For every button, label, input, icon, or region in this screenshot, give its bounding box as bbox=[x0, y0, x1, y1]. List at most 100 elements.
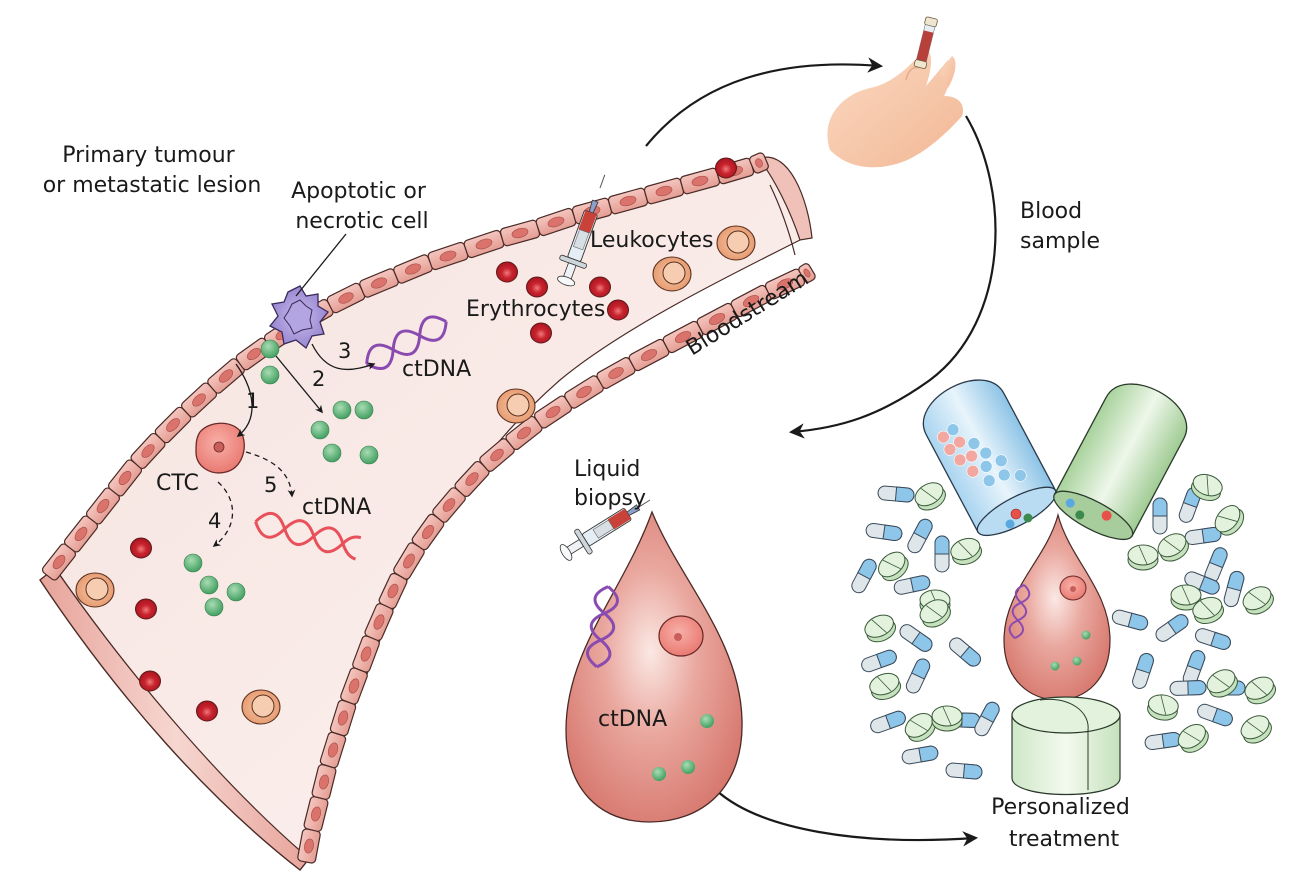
cfdna-particle bbox=[359, 445, 379, 465]
capsule-pill bbox=[1111, 609, 1149, 631]
blood-drop bbox=[565, 510, 743, 823]
bead bbox=[994, 454, 1008, 468]
ctc-label: CTC bbox=[156, 471, 199, 496]
cfdna-particle bbox=[260, 339, 280, 359]
endothelial-cell bbox=[696, 302, 738, 336]
endothelial-cell bbox=[749, 152, 769, 174]
bead bbox=[1005, 519, 1015, 529]
ctdna-helix-purple bbox=[586, 585, 619, 669]
ctc-cell bbox=[658, 615, 704, 657]
endothelial-cell bbox=[427, 241, 469, 271]
bead bbox=[967, 437, 981, 450]
primary-tumour-label: Primary tumour or metastatic lesion bbox=[43, 143, 262, 198]
capsule-pill bbox=[1197, 703, 1233, 727]
capsule-pill bbox=[1184, 571, 1220, 595]
endothelial-cell bbox=[364, 603, 394, 641]
erythrocyte bbox=[715, 157, 737, 179]
cfdna-particle bbox=[183, 553, 203, 573]
capsule-pill bbox=[907, 518, 933, 554]
tablet-pill bbox=[1177, 723, 1209, 753]
tablet-pill bbox=[919, 599, 951, 628]
pathway-number-2: 2 bbox=[312, 367, 325, 391]
endothelial-cell bbox=[764, 268, 806, 300]
tablet-pill bbox=[904, 712, 936, 742]
arrow-to-blood-sample bbox=[645, 57, 884, 147]
open-capsule-green bbox=[1053, 383, 1188, 541]
erythrocyte bbox=[526, 276, 548, 298]
capsule-pill bbox=[974, 701, 1000, 737]
capsule-pill bbox=[1195, 628, 1231, 650]
tablet-pill bbox=[931, 705, 963, 732]
pathway-arrow-1 bbox=[235, 363, 253, 437]
leukocyte bbox=[496, 388, 536, 424]
capsule-pill bbox=[949, 637, 981, 667]
endothelial-cell bbox=[107, 459, 143, 497]
pathway-number-4: 4 bbox=[208, 509, 221, 533]
blood-sample-label: Blood sample bbox=[1020, 199, 1100, 254]
erythrocyte bbox=[139, 670, 161, 692]
arrow-to-liquid-biopsy bbox=[788, 115, 997, 439]
vessel-opening bbox=[759, 156, 813, 241]
blood-vessel bbox=[39, 152, 816, 871]
bead bbox=[1014, 469, 1027, 482]
bead bbox=[953, 435, 966, 449]
erythrocyte bbox=[130, 537, 152, 559]
cfdna-particle bbox=[332, 400, 352, 420]
cfdna-particle bbox=[226, 582, 246, 602]
cfdna-particle bbox=[310, 420, 330, 440]
tablet-pill bbox=[1192, 596, 1225, 625]
endothelial-cell bbox=[679, 167, 721, 195]
tablet-pill bbox=[1206, 669, 1238, 698]
endothelial-cell bbox=[662, 320, 704, 354]
endothelial-cell bbox=[41, 543, 77, 581]
endothelial-cell bbox=[463, 229, 505, 259]
liquid-biopsy-label: Liquid biopsy bbox=[574, 457, 647, 511]
ctdna-helix-red bbox=[254, 512, 362, 561]
vessel-lower-wall bbox=[297, 263, 816, 864]
cfdna-particle bbox=[681, 760, 695, 774]
capsule-pill bbox=[1152, 497, 1168, 535]
vessel-upper-wall bbox=[41, 152, 769, 581]
capsule-pill bbox=[1132, 653, 1154, 689]
apoptotic-cell-leader bbox=[295, 233, 347, 297]
syringe-icon bbox=[559, 499, 651, 561]
capsule-pill bbox=[1223, 570, 1245, 608]
syringe-icon bbox=[557, 174, 606, 287]
tablet-pill bbox=[1157, 533, 1189, 562]
bead bbox=[982, 474, 996, 487]
ctdna-label-5: ctDNA bbox=[302, 495, 371, 520]
erythrocyte bbox=[589, 276, 611, 298]
endothelial-cell bbox=[432, 487, 466, 523]
tablet-pill bbox=[1214, 505, 1245, 536]
capsule-pill bbox=[1169, 680, 1207, 696]
tablet-pill bbox=[1240, 715, 1272, 744]
erythrocyte bbox=[530, 322, 552, 344]
endothelial-cell bbox=[303, 796, 329, 832]
leukocytes bbox=[75, 225, 756, 725]
arrow-to-treatment bbox=[715, 789, 979, 847]
endothelial-cell bbox=[479, 438, 515, 472]
erythrocyte bbox=[496, 261, 518, 283]
tablet-pill bbox=[1244, 676, 1277, 705]
capsule-pill bbox=[877, 485, 915, 503]
leukocytes-label: Leukocytes bbox=[590, 228, 714, 253]
cfdna-particle bbox=[652, 767, 666, 781]
endothelial-cell bbox=[311, 764, 337, 800]
capsule-pill bbox=[899, 624, 933, 652]
bead bbox=[946, 423, 960, 437]
cfdna-particle bbox=[322, 443, 342, 463]
endothelial-cell bbox=[130, 432, 166, 470]
ctdna-label-3: ctDNA bbox=[402, 357, 471, 382]
cfdna-particle bbox=[260, 365, 280, 385]
ctdna-drop-label: ctDNA bbox=[598, 707, 667, 732]
capsule-pill bbox=[1184, 526, 1222, 546]
capsule-pill bbox=[870, 710, 906, 734]
bead bbox=[937, 430, 950, 444]
cfdna-particle bbox=[354, 400, 374, 420]
capsule-pill bbox=[1155, 614, 1189, 642]
tablet-pill bbox=[878, 551, 909, 582]
endothelial-cell bbox=[798, 263, 816, 283]
tablet-pill bbox=[1190, 473, 1223, 502]
blood-tube-icon bbox=[913, 16, 938, 69]
endothelial-cell bbox=[643, 177, 685, 205]
